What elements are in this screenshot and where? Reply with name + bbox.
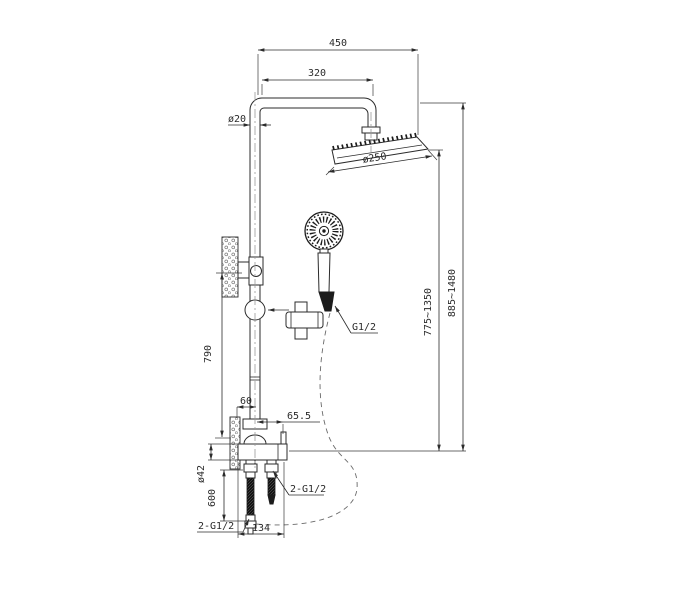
left-supply-hose bbox=[246, 477, 255, 516]
valve-body bbox=[237, 443, 288, 461]
callout-hand-shower-thread: G1/2 bbox=[334, 305, 378, 334]
dim-arm-reach-label: 320 bbox=[308, 68, 326, 79]
dim-wall-offset-label: 60 bbox=[240, 396, 252, 407]
hand-shower-handle bbox=[317, 252, 331, 293]
hand-shower-neck bbox=[319, 248, 329, 254]
dim-inner-height-label: 775~1350 bbox=[423, 288, 434, 336]
dim-top-width: 450 bbox=[257, 38, 419, 135]
hand-shower-holder bbox=[285, 301, 324, 340]
dim-hose-length-label: 600 bbox=[207, 489, 218, 507]
bracket-knob bbox=[250, 265, 262, 277]
upper-wall-plate bbox=[221, 236, 239, 298]
dim-arm-reach: 320 bbox=[261, 68, 374, 96]
hand-shower-thread-label: G1/2 bbox=[352, 322, 376, 333]
callout-outlet-thread: 2-G1/2 bbox=[272, 470, 326, 496]
dim-valve-diameter-label: ø42 bbox=[196, 465, 207, 483]
dim-overall-height-label: 885~1480 bbox=[447, 269, 458, 317]
supply-hoses bbox=[243, 459, 279, 535]
dim-top-width-label: 450 bbox=[329, 38, 347, 49]
dim-riser-length: 790 bbox=[203, 272, 242, 439]
mixer-valve bbox=[237, 418, 288, 461]
slider-knob bbox=[244, 299, 289, 321]
dim-valve-width: 134 bbox=[237, 462, 285, 538]
dim-hose-length: 600 bbox=[207, 469, 246, 522]
dim-head-diameter: ø250 bbox=[325, 149, 438, 176]
inlet-thread-label: 2-G1/2 bbox=[198, 521, 234, 532]
spray-nozzle-teeth bbox=[332, 132, 417, 151]
dim-outlet-offset-label: 65.5 bbox=[287, 411, 311, 422]
dim-pipe-diameter-label: ø20 bbox=[228, 114, 246, 125]
shower-hose-curve bbox=[255, 312, 358, 526]
hand-shower bbox=[304, 211, 344, 312]
upper-wall-bracket bbox=[237, 256, 264, 286]
hand-shower-inlet-nut bbox=[318, 291, 335, 312]
outlet-thread-label: 2-G1/2 bbox=[290, 484, 326, 495]
dim-head-diameter-label: ø250 bbox=[362, 151, 387, 166]
dim-height-ranges: 775~1350 885~1480 bbox=[289, 102, 466, 452]
dim-valve-diameter: ø42 bbox=[196, 443, 240, 483]
right-hose-tip bbox=[267, 494, 276, 505]
valve-top-pin bbox=[280, 431, 287, 445]
callout-inlet-thread: 2-G1/2 bbox=[197, 518, 250, 533]
lower-wall-plate bbox=[229, 416, 241, 470]
right-supply-hose bbox=[267, 477, 276, 496]
dim-valve-width-label: 134 bbox=[252, 523, 270, 534]
dim-wall-offset: 60 bbox=[236, 396, 256, 418]
dim-riser-length-label: 790 bbox=[203, 345, 214, 363]
dim-pipe-diameter: ø20 bbox=[228, 114, 271, 127]
dim-outlet-offset: 65.5 bbox=[257, 411, 320, 434]
